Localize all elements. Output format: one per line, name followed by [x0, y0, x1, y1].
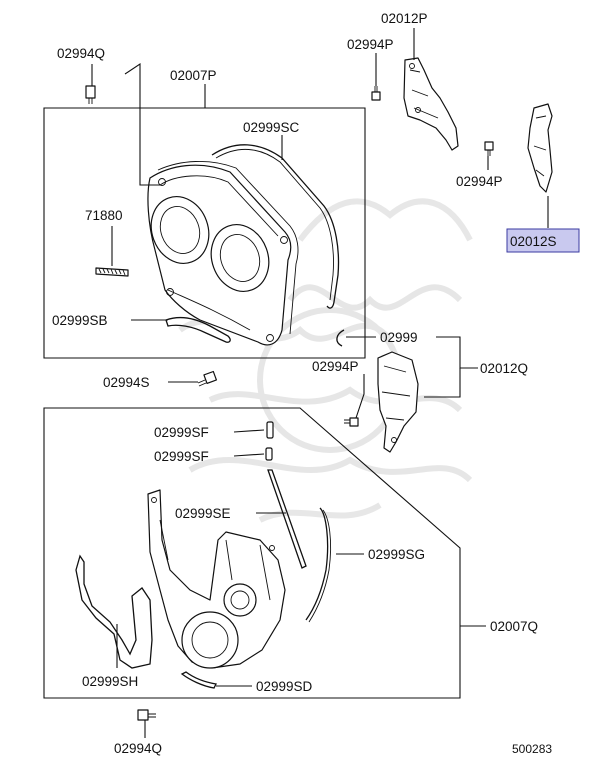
seal-se[interactable] — [267, 469, 307, 569]
label-upper-cover-assy: 02007P — [170, 68, 217, 83]
label-bolt-bracket-mid: 02994P — [312, 359, 359, 374]
seal-sf-1[interactable] — [266, 421, 274, 439]
bolt-bracket-right-icon[interactable] — [484, 141, 494, 156]
lower-cover-box — [43, 407, 461, 699]
label-bolt-bracket-top: 02994P — [347, 37, 394, 52]
bracket-right-highlighted-part[interactable] — [527, 103, 553, 193]
upper-cover-box — [43, 107, 366, 359]
label-bolt-bracket-right: 02994P — [456, 174, 503, 189]
label-highlighted-part: 02012S — [510, 234, 557, 249]
bracket-mid[interactable] — [377, 351, 419, 453]
leader-lines — [91, 28, 549, 738]
label-lower-cover-assy: 02007Q — [490, 619, 538, 634]
gasket-sg[interactable] — [305, 507, 329, 621]
gasket-upper-outer[interactable] — [211, 144, 340, 309]
seal-sf-2[interactable] — [265, 447, 273, 461]
bolt-bottom-icon[interactable] — [137, 709, 156, 721]
label-seal-sf-2: 02999SF — [154, 449, 209, 464]
label-plate-number: 71880 — [85, 208, 123, 223]
label-gasket-upper-outer: 02999SC — [243, 120, 300, 135]
gasket-sd[interactable] — [180, 671, 217, 689]
label-bracket-mid: 02012Q — [480, 361, 528, 376]
bolt-bracket-top-icon[interactable] — [371, 86, 381, 101]
label-clip: 02999 — [380, 330, 418, 345]
bolt-top-left-icon[interactable] — [85, 85, 96, 104]
bolt-bracket-mid-icon[interactable] — [344, 417, 359, 427]
highlight-box — [506, 228, 580, 253]
upper-timing-cover[interactable] — [142, 161, 299, 346]
label-gasket-sh: 02999SH — [82, 674, 138, 689]
bolt-mid-left-icon[interactable] — [197, 370, 218, 387]
label-gasket-upper-lower: 02999SB — [52, 313, 108, 328]
label-plate[interactable] — [95, 267, 129, 277]
label-seal-se: 02999SE — [175, 506, 231, 521]
gasket-sh[interactable] — [75, 554, 153, 669]
label-bolt-mid-left: 02994S — [103, 375, 150, 390]
label-bracket-top: 02012P — [381, 11, 428, 26]
label-bolt-top-left: 02994Q — [57, 46, 105, 61]
diagram-number: 500283 — [512, 742, 552, 756]
bracket-top[interactable] — [403, 57, 459, 151]
gasket-upper-lower[interactable] — [165, 316, 231, 343]
label-bolt-bottom: 02994Q — [114, 741, 162, 756]
clip[interactable] — [336, 329, 345, 347]
label-seal-sf-1: 02999SF — [154, 425, 209, 440]
lower-timing-cover[interactable] — [147, 489, 286, 669]
label-gasket-sd: 02999SD — [256, 679, 313, 694]
label-gasket-sg: 02999SG — [368, 547, 425, 562]
